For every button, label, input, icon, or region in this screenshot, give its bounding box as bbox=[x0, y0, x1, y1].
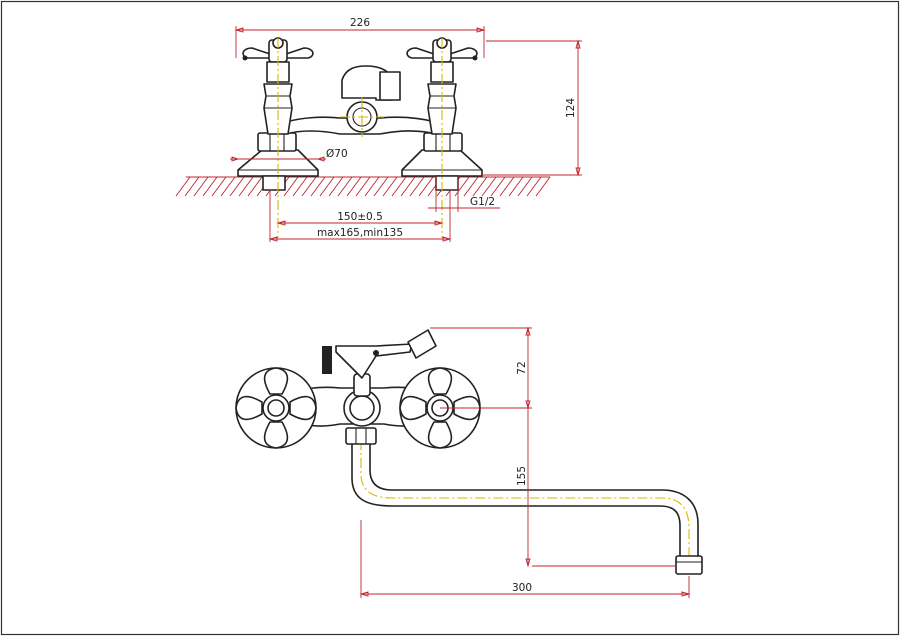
hatch-line bbox=[175, 176, 191, 197]
hatch-line bbox=[400, 176, 416, 197]
elevation-view: 226 124 Ø70 G1/2 150±0.5 max165,min135 bbox=[175, 17, 582, 242]
hatch-line bbox=[319, 176, 335, 197]
hatch-line bbox=[193, 176, 209, 197]
hatch-line bbox=[517, 176, 533, 197]
hatch-line bbox=[373, 176, 389, 197]
diverter-knob bbox=[322, 346, 332, 374]
hatch-line bbox=[184, 176, 200, 197]
hatch-line bbox=[211, 176, 227, 197]
hatch-line bbox=[328, 176, 344, 197]
hatch-line bbox=[472, 176, 488, 197]
hatch-line bbox=[463, 176, 479, 197]
hatch-line bbox=[283, 176, 299, 197]
hatch-line bbox=[391, 176, 407, 197]
hatch-line bbox=[337, 176, 353, 197]
dim-center-distance: 150±0.5 bbox=[337, 211, 383, 223]
hatch-line bbox=[526, 176, 542, 197]
dim-height: 124 bbox=[565, 98, 577, 118]
dim-overall-width: 226 bbox=[350, 17, 370, 29]
right-cross-handle bbox=[399, 367, 481, 449]
dim-thread: G1/2 bbox=[470, 196, 495, 208]
hatch-line bbox=[301, 176, 317, 197]
diverter-lever bbox=[335, 343, 413, 379]
hatch-line bbox=[238, 176, 254, 197]
spout-pipe bbox=[351, 439, 699, 561]
hatch-line bbox=[409, 176, 425, 197]
spout-aerator bbox=[675, 555, 703, 575]
left-cross-handle bbox=[235, 367, 317, 449]
right-eccentric bbox=[435, 175, 459, 191]
spout-nut bbox=[345, 427, 377, 445]
dim-adjust-range: max165,min135 bbox=[317, 227, 403, 239]
hatch-line bbox=[247, 176, 263, 197]
hatch-line bbox=[364, 176, 380, 197]
left-valve-body bbox=[263, 83, 293, 135]
dim-spout-reach: 300 bbox=[512, 582, 532, 594]
hatch-line bbox=[220, 176, 236, 197]
hatch-line bbox=[382, 176, 398, 197]
dim-flange-diameter: Ø70 bbox=[326, 148, 348, 160]
hatch-line bbox=[454, 176, 470, 197]
right-nut bbox=[423, 132, 463, 152]
dim-handle-height: 72 bbox=[516, 361, 528, 374]
front-view: 72 155 300 bbox=[235, 326, 703, 598]
dim-spout-drop: 155 bbox=[516, 466, 528, 486]
hatch-line bbox=[355, 176, 371, 197]
hatch-line bbox=[508, 176, 524, 197]
right-valve-body bbox=[427, 83, 457, 135]
hatch-line bbox=[481, 176, 497, 197]
wall-hatching bbox=[175, 176, 551, 197]
diverter-button bbox=[407, 329, 437, 359]
hatch-line bbox=[292, 176, 308, 197]
hatch-line bbox=[202, 176, 218, 197]
hatch-line bbox=[310, 176, 326, 197]
hatch-line bbox=[346, 176, 362, 197]
hatch-line bbox=[499, 176, 515, 197]
hatch-line bbox=[418, 176, 434, 197]
left-eccentric bbox=[262, 175, 286, 191]
hatch-line bbox=[229, 176, 245, 197]
hatch-line bbox=[490, 176, 506, 197]
left-nut bbox=[257, 132, 297, 152]
hatch-line bbox=[535, 176, 551, 197]
